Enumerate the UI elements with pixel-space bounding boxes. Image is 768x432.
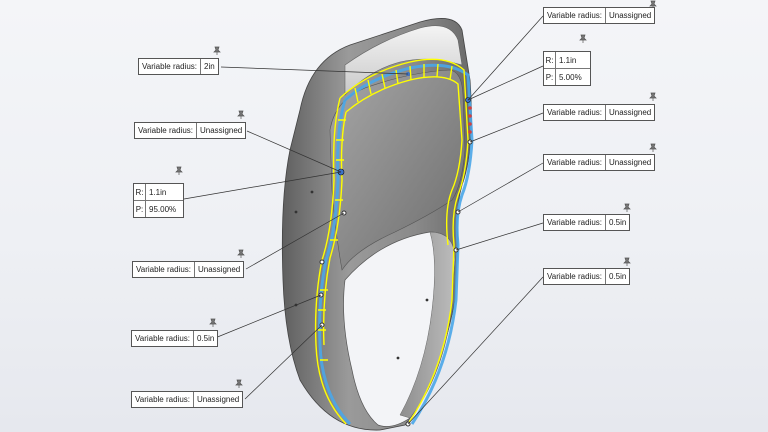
position-key: P: [134,201,146,217]
callout-value[interactable]: Unassigned [609,158,652,167]
pushpin-icon[interactable] [212,46,222,56]
radius-position-callout[interactable]: R:1.1in P:95.00% [133,183,184,218]
position-key: P: [544,69,556,85]
control-points[interactable] [318,72,473,427]
fillet-preview-edge [318,63,474,426]
radius-key: R: [134,184,146,200]
pushpin-icon[interactable] [234,379,244,389]
callout-label: Variable radius: [544,155,606,170]
selected-edges[interactable] [314,58,469,425]
pushpin-icon[interactable] [174,166,184,176]
callout-label: Variable radius: [544,8,606,23]
callout-label: Variable radius: [544,105,606,120]
variable-radius-callout[interactable]: Variable radius: Unassigned [131,391,244,408]
callout-value[interactable]: Unassigned [609,108,652,117]
variable-radius-callout[interactable]: Variable radius: Unassigned [543,104,656,121]
pushpin-icon[interactable] [648,92,658,102]
callout-value[interactable]: 0.5in [197,334,215,343]
pushpin-icon[interactable] [208,318,218,328]
callout-label: Variable radius: [139,59,201,74]
radius-value[interactable]: 1.1in [559,55,577,65]
variable-radius-callout[interactable]: Variable radius: Unassigned [543,7,656,24]
pushpin-icon[interactable] [236,110,246,120]
radius-position-callout[interactable]: R:1.1in P:5.00% [543,51,591,86]
variable-radius-callout[interactable]: Variable radius: 0.5in [543,268,631,285]
radius-key: R: [544,52,556,68]
part-body[interactable] [281,18,472,431]
callout-label: Variable radius: [544,215,606,230]
pushpin-icon[interactable] [648,143,658,153]
callout-value[interactable]: 0.5in [609,272,627,281]
variable-radius-callout[interactable]: Variable radius: 0.5in [543,214,631,231]
radius-value[interactable]: 1.1in [149,187,167,197]
callout-value[interactable]: Unassigned [198,265,241,274]
callout-value[interactable]: Unassigned [200,126,243,135]
pushpin-icon[interactable] [622,203,632,213]
position-value[interactable]: 95.00% [149,204,177,214]
callout-label: Variable radius: [135,123,197,138]
pushpin-icon[interactable] [236,249,246,259]
callout-value[interactable]: Unassigned [609,11,652,20]
callout-value[interactable]: Unassigned [197,395,240,404]
leader-lines [183,15,544,425]
callout-value[interactable]: 0.5in [609,218,627,227]
variable-radius-callout[interactable]: Variable radius: 0.5in [131,330,219,347]
callout-label: Variable radius: [132,392,194,407]
position-value[interactable]: 5.00% [559,72,582,82]
callout-label: Variable radius: [133,262,195,277]
variable-radius-callout[interactable]: Variable radius: Unassigned [543,154,656,171]
pushpin-icon[interactable] [578,34,588,44]
callout-label: Variable radius: [132,331,194,346]
variable-radius-callout[interactable]: Variable radius: Unassigned [134,122,247,139]
variable-radius-callout[interactable]: Variable radius: Unassigned [132,261,245,278]
callout-value[interactable]: 2in [204,62,215,71]
variable-radius-callout[interactable]: Variable radius: 2in [138,58,219,75]
pushpin-icon[interactable] [622,257,632,267]
callout-label: Variable radius: [544,269,606,284]
